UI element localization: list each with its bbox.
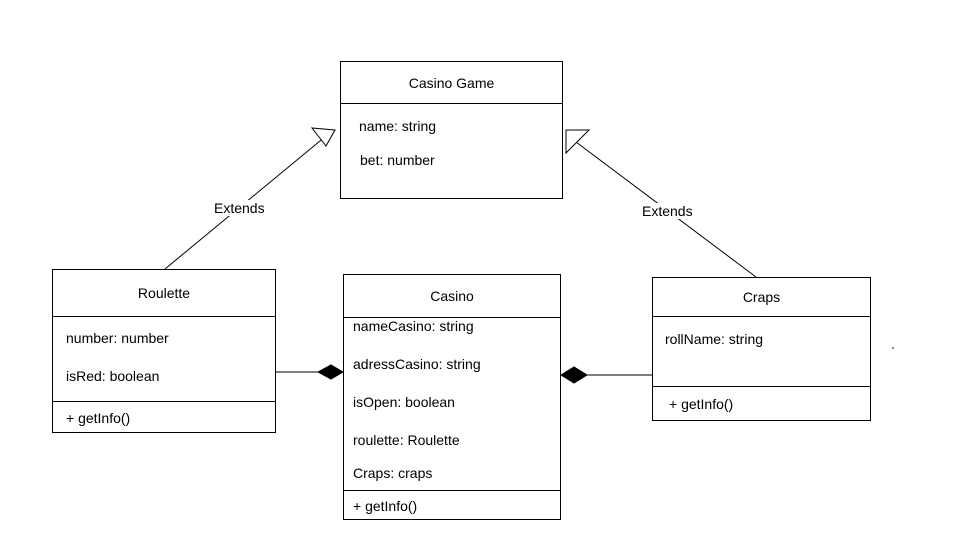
craps-generalization-arrowhead <box>565 129 591 155</box>
casino-operations-section: + getInfo() <box>344 490 560 520</box>
stray-dot <box>892 347 894 349</box>
operation-get-info: + getInfo() <box>66 410 131 426</box>
attribute-name: name: string <box>359 118 437 134</box>
roulette-generalization-arrowhead <box>310 127 336 147</box>
class-roulette: Roulette number: number isRed: boolean +… <box>52 269 276 433</box>
class-craps-title: Craps <box>653 278 870 317</box>
class-casino-game-title: Casino Game <box>341 62 562 104</box>
craps-operations-section: + getInfo() <box>653 386 870 421</box>
attribute-is-open: isOpen: boolean <box>353 394 455 410</box>
class-roulette-title: Roulette <box>53 270 275 317</box>
attribute-name-casino: nameCasino: string <box>353 318 474 334</box>
class-casino: Casino nameCasino: string adressCasino: … <box>343 274 561 520</box>
attribute-craps: Craps: craps <box>353 465 433 481</box>
craps-extends-label: Extends <box>640 203 695 219</box>
attribute-is-red: isRed: boolean <box>66 368 160 384</box>
attribute-bet: bet: number <box>360 152 435 168</box>
roulette-composition-diamond <box>316 364 344 380</box>
attribute-number: number: number <box>66 330 169 346</box>
operation-get-info: + getInfo() <box>353 498 418 514</box>
roulette-operations-section: + getInfo() <box>53 401 275 433</box>
class-casino-title: Casino <box>344 275 560 318</box>
attribute-roll-name: rollName: string <box>665 331 764 347</box>
roulette-extends-label: Extends <box>212 200 267 216</box>
attribute-roulette: roulette: Roulette <box>353 432 460 448</box>
craps-composition-diamond <box>560 366 588 384</box>
class-casino-game: Casino Game name: string bet: number <box>340 61 563 199</box>
class-craps: Craps rollName: string + getInfo() <box>652 277 871 421</box>
attribute-adress-casino: adressCasino: string <box>353 356 481 372</box>
operation-get-info: + getInfo() <box>669 396 734 412</box>
